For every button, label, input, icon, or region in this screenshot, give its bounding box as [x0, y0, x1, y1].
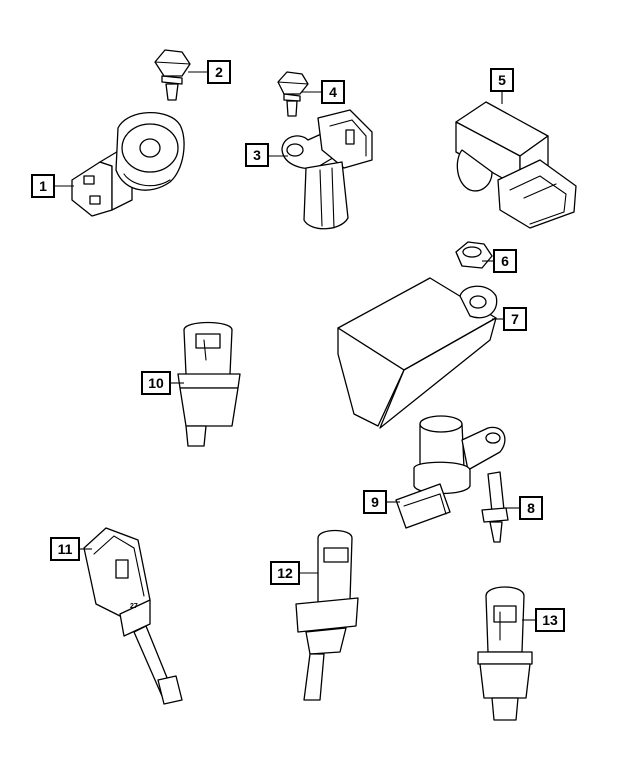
callout-3-label: 3 — [253, 147, 261, 163]
callout-1: 1 — [31, 174, 55, 198]
part-10-sensor-switch — [177, 321, 241, 447]
callout-8-label: 8 — [527, 500, 535, 516]
part-6-nut — [455, 241, 493, 269]
part-2-bolt — [154, 49, 191, 101]
part-13-pressure-sensor — [477, 586, 533, 721]
callout-12-label: 12 — [277, 565, 293, 581]
callout-7: 7 — [503, 307, 527, 331]
callout-12: 12 — [270, 561, 300, 585]
callout-6-label: 6 — [501, 253, 509, 269]
callout-9-label: 9 — [371, 494, 379, 510]
callout-8: 8 — [519, 496, 543, 520]
callout-2-label: 2 — [215, 64, 223, 80]
callout-13-label: 13 — [542, 612, 558, 628]
part-7-module — [337, 277, 498, 429]
callout-9: 9 — [363, 490, 387, 514]
part-12-temperature-sensor — [295, 529, 359, 701]
part-8-sensor — [481, 471, 509, 543]
callout-1-label: 1 — [39, 178, 47, 194]
callout-11: 11 — [50, 537, 80, 561]
callout-2: 2 — [207, 60, 231, 84]
callout-10-label: 10 — [148, 375, 164, 391]
callout-5: 5 — [490, 68, 514, 92]
callout-4-label: 4 — [329, 84, 337, 100]
part-11-marking: 27 — [130, 603, 138, 610]
leader-lines — [54, 71, 536, 621]
callout-11-label: 11 — [58, 541, 73, 557]
callout-13: 13 — [535, 608, 565, 632]
part-9-cam-sensor — [395, 415, 506, 529]
callout-10: 10 — [141, 371, 171, 395]
callout-7-label: 7 — [511, 311, 519, 327]
part-1-knock-sensor — [71, 111, 185, 217]
callout-6: 6 — [493, 249, 517, 273]
part-3-position-sensor — [281, 109, 373, 230]
callout-4: 4 — [321, 80, 345, 104]
part-5-sensor — [455, 101, 577, 229]
callout-5-label: 5 — [498, 72, 506, 88]
part-4-bolt — [277, 71, 309, 117]
callout-3: 3 — [245, 143, 269, 167]
part-11-temperature-sensor: 27 — [83, 527, 183, 705]
